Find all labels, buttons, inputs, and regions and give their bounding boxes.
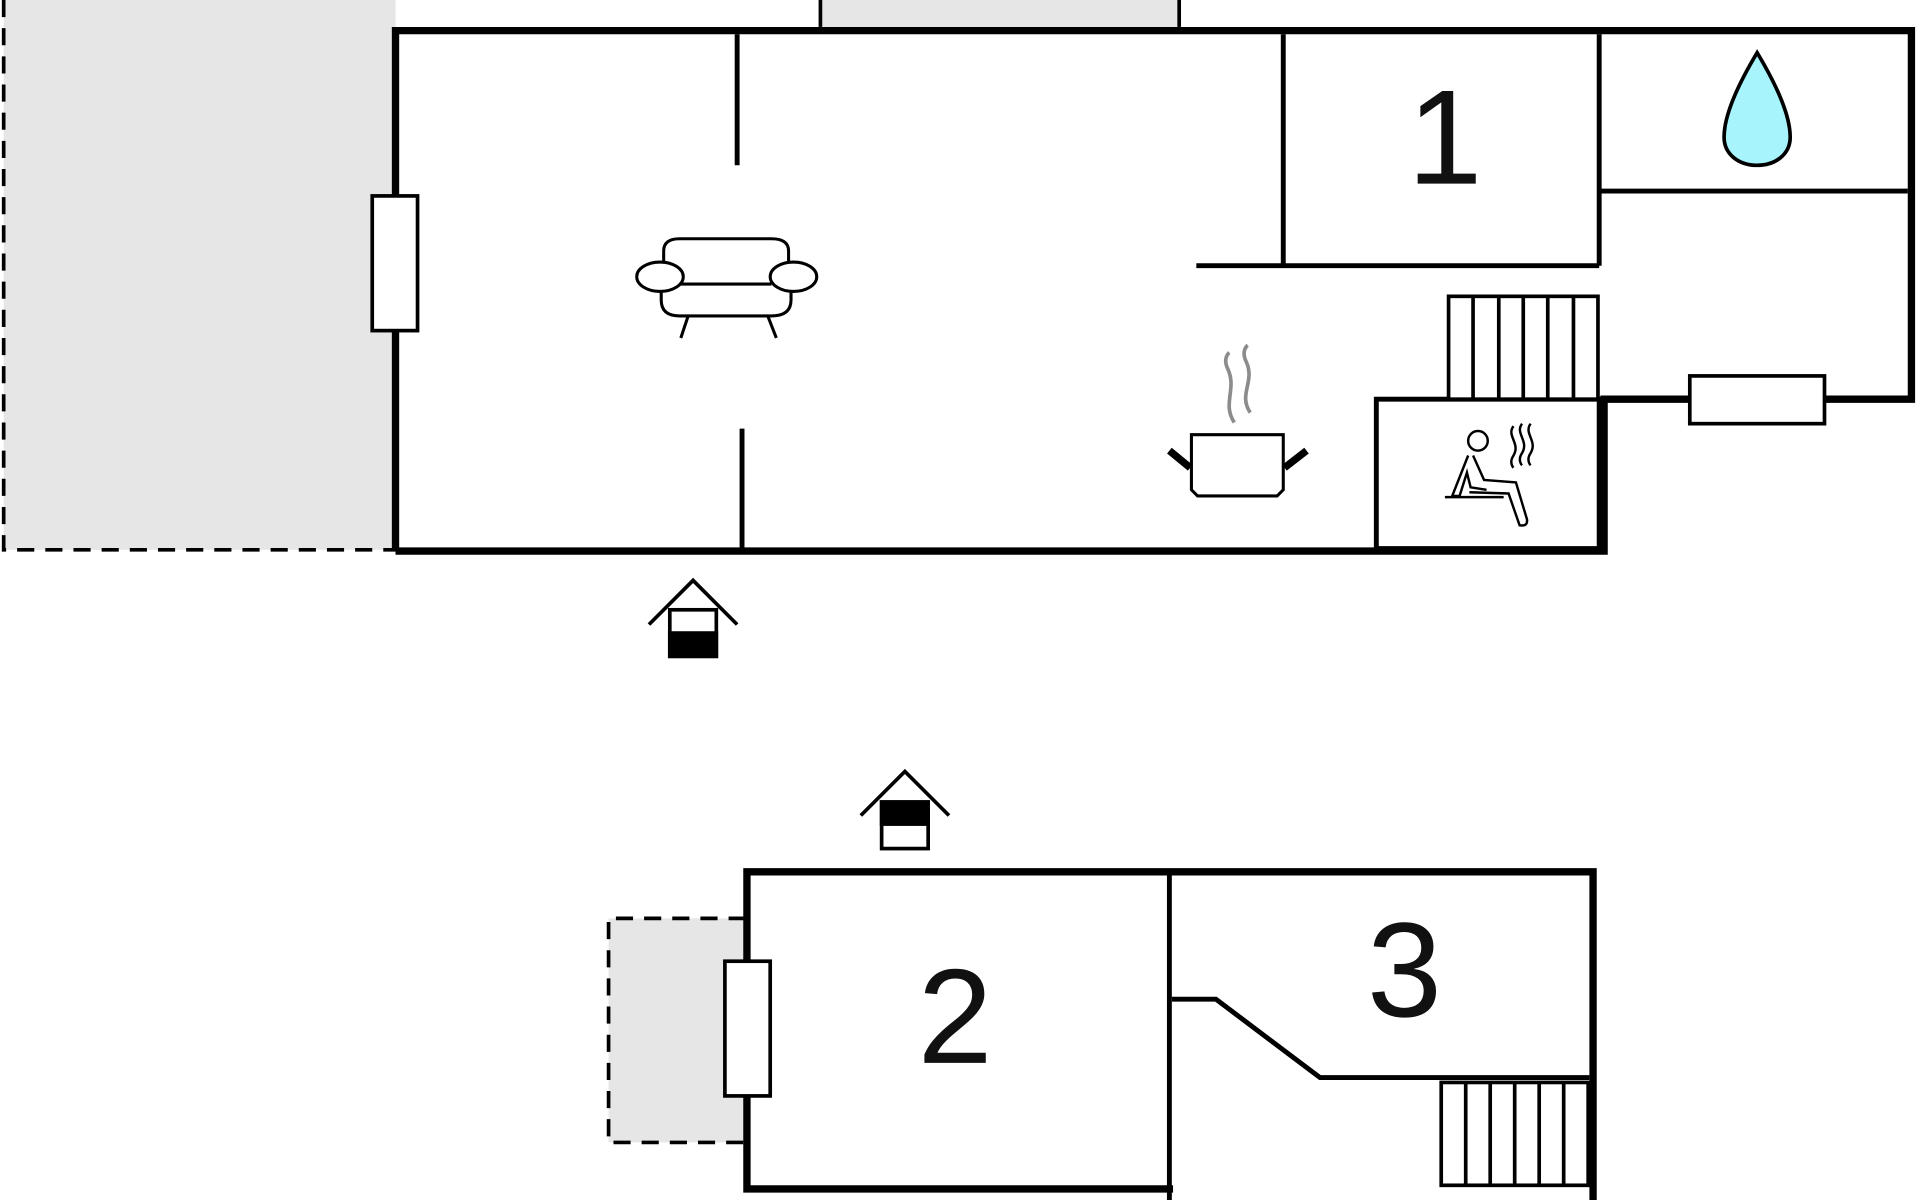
window xyxy=(723,959,773,1098)
water-drop-icon xyxy=(1722,49,1793,168)
upper-floor-interior-walls xyxy=(1166,874,1590,1200)
sauna-icon xyxy=(1444,422,1534,527)
room-label: 1 xyxy=(1407,62,1482,213)
entrance-icon xyxy=(647,577,739,659)
stairs-icon xyxy=(1439,1080,1590,1188)
room-label: 2 xyxy=(918,941,993,1092)
ground-floor-walls xyxy=(391,26,1916,555)
upper-floor-walls xyxy=(743,868,1597,1200)
room-label: 3 xyxy=(1367,894,1442,1045)
cooking-pot-icon xyxy=(1167,343,1309,498)
entrance-icon xyxy=(859,768,951,851)
terrace-upper xyxy=(606,916,746,1145)
window xyxy=(370,194,420,333)
terrace-left xyxy=(1,0,396,552)
terrace-top xyxy=(818,0,1182,27)
stairs-icon xyxy=(1446,294,1600,402)
sofa-icon xyxy=(635,237,819,339)
window xyxy=(1687,374,1827,426)
